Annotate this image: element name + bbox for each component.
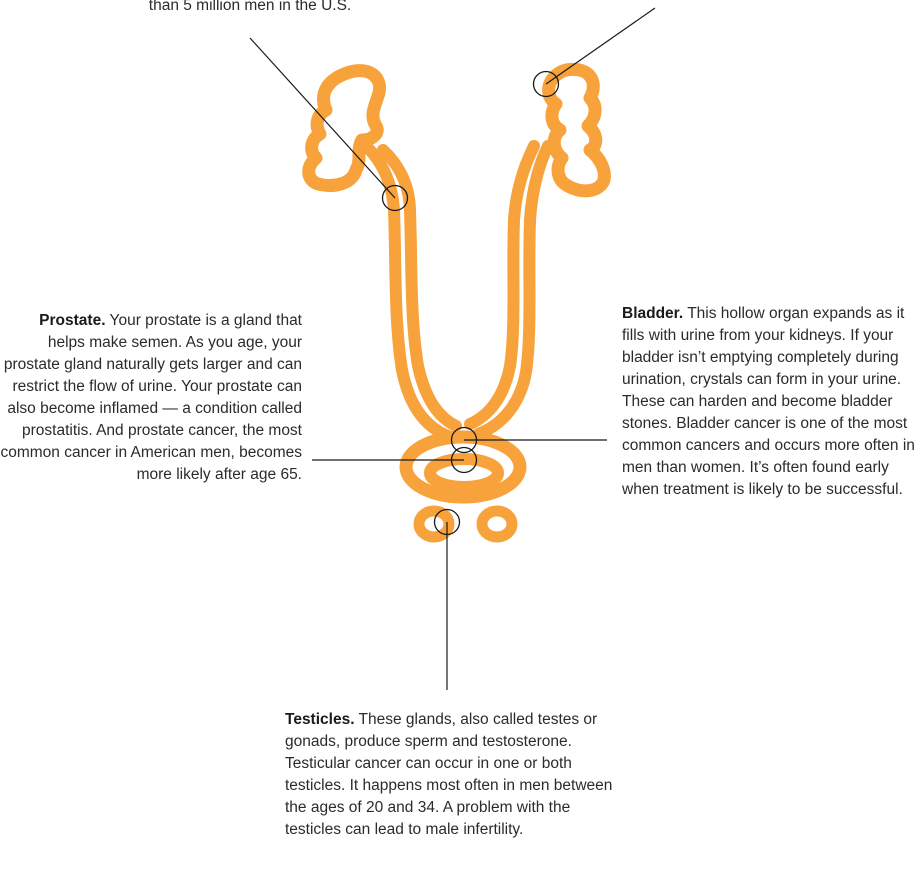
- top-caption-text: than 5 million men in the U.S.: [149, 0, 351, 14]
- adrenal-leader-line: [546, 8, 655, 84]
- left-testicle-outline: [419, 511, 449, 537]
- testicles-title: Testicles.: [285, 711, 355, 728]
- prostate-title: Prostate.: [39, 312, 105, 329]
- prostate-body: Your prostate is a gland that helps make…: [0, 312, 302, 483]
- right-testicle-outline: [482, 511, 512, 537]
- top-caption: than 5 million men in the U.S.: [0, 0, 500, 17]
- bladder-body: This hollow organ expands as it fills wi…: [622, 305, 915, 498]
- testicles-description: Testicles. These glands, also called tes…: [285, 709, 615, 841]
- right-kidney-outline: [549, 69, 605, 190]
- testicles-body: These glands, also called testes or gona…: [285, 711, 612, 838]
- bladder-title: Bladder.: [622, 305, 683, 322]
- left-kidney-outline: [309, 71, 380, 186]
- prostate-description: Prostate. Your prostate is a gland that …: [0, 310, 302, 486]
- bladder-description: Bladder. This hollow organ expands as it…: [622, 303, 917, 501]
